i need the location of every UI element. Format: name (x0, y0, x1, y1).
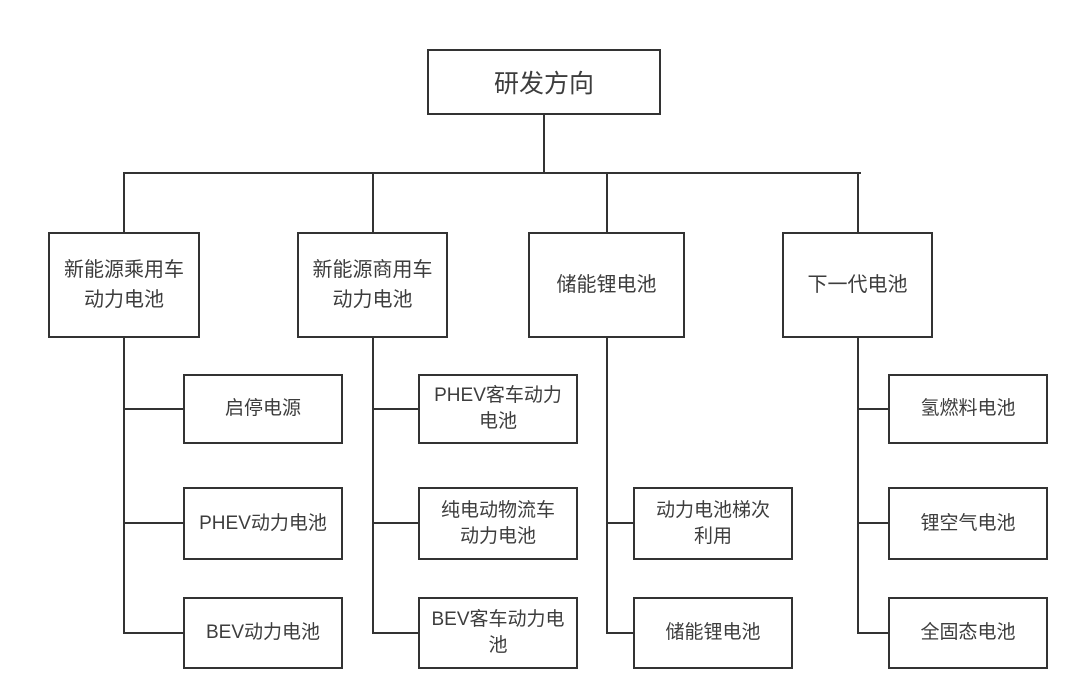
node-child-electric-logistics-battery: 纯电动物流车 动力电池 (418, 487, 578, 560)
connector-stub-2-3 (372, 632, 418, 634)
node-child-phev-bus-battery: PHEV客车动力 电池 (418, 374, 578, 444)
connector-spine-branch-4 (857, 338, 859, 634)
connector-spine-branch-2 (372, 338, 374, 634)
connector-stub-3-1 (606, 522, 633, 524)
connector-stub-1-1 (123, 408, 183, 410)
connector-bus (123, 172, 861, 174)
connector-stub-2-1 (372, 408, 418, 410)
node-branch-energy-storage-battery: 储能锂电池 (528, 232, 685, 338)
connector-stub-4-2 (857, 522, 888, 524)
node-root-rd-direction: 研发方向 (427, 49, 661, 115)
node-branch-passenger-ev-battery: 新能源乘用车 动力电池 (48, 232, 200, 338)
connector-stub-3-2 (606, 632, 633, 634)
connector-drop-branch-2 (372, 172, 374, 232)
connector-stub-2-2 (372, 522, 418, 524)
node-child-start-stop-power: 启停电源 (183, 374, 343, 444)
connector-drop-branch-4 (857, 172, 859, 232)
node-child-storage-li-battery: 储能锂电池 (633, 597, 793, 669)
node-child-phev-power-battery: PHEV动力电池 (183, 487, 343, 560)
node-branch-next-gen-battery: 下一代电池 (782, 232, 933, 338)
node-child-bev-power-battery: BEV动力电池 (183, 597, 343, 669)
node-child-battery-echelon-use: 动力电池梯次 利用 (633, 487, 793, 560)
node-child-bev-bus-battery: BEV客车动力电 池 (418, 597, 578, 669)
connector-root-stem (543, 115, 545, 174)
connector-stub-1-3 (123, 632, 183, 634)
connector-stub-4-1 (857, 408, 888, 410)
node-child-all-solid-state-battery: 全固态电池 (888, 597, 1048, 669)
node-child-hydrogen-fuel-cell: 氢燃料电池 (888, 374, 1048, 444)
connector-spine-branch-1 (123, 338, 125, 634)
node-child-lithium-air-battery: 锂空气电池 (888, 487, 1048, 560)
connector-stub-1-2 (123, 522, 183, 524)
node-branch-commercial-ev-battery: 新能源商用车 动力电池 (297, 232, 448, 338)
connector-spine-branch-3 (606, 338, 608, 634)
connector-stub-4-3 (857, 632, 888, 634)
connector-drop-branch-1 (123, 172, 125, 232)
connector-drop-branch-3 (606, 172, 608, 232)
